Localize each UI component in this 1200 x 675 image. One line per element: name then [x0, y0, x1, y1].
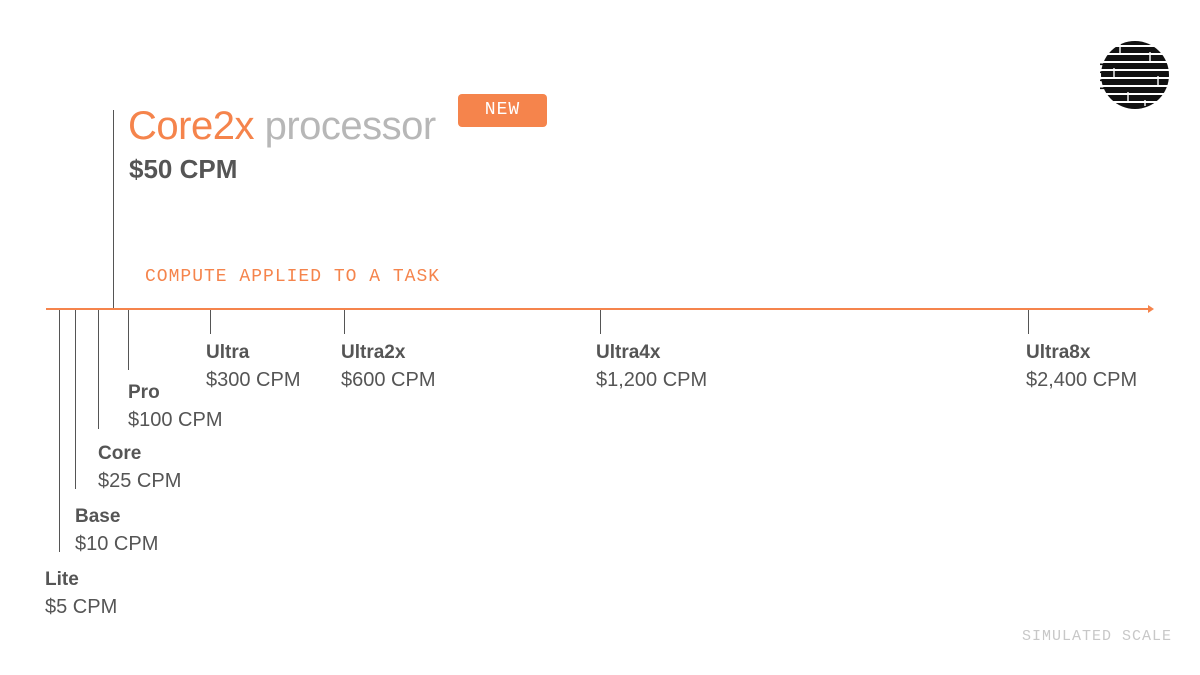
- tier-pro: Pro $100 CPM: [128, 380, 223, 434]
- tier-price: $25 CPM: [98, 470, 182, 492]
- tier-name: Core: [98, 443, 142, 464]
- axis-caption: COMPUTE APPLIED TO A TASK: [145, 267, 441, 287]
- striped-circle-logo-icon: [1100, 41, 1169, 109]
- compute-axis: [46, 308, 1150, 310]
- axis-arrow-icon: [1148, 305, 1154, 313]
- tier-price: $5 CPM: [45, 596, 118, 618]
- product-title-rest: processor: [264, 104, 437, 148]
- tier-price: $10 CPM: [75, 533, 159, 555]
- tier-marker-line: [344, 310, 345, 334]
- tier-price: $300 CPM: [206, 369, 301, 391]
- new-badge: NEW: [458, 94, 547, 127]
- tier-ultra2x: Ultra2x $600 CPM: [341, 340, 436, 394]
- tier-ultra: Ultra $300 CPM: [206, 340, 301, 394]
- simulated-scale-note: SIMULATED SCALE: [1021, 628, 1172, 645]
- tier-name: Pro: [128, 382, 160, 403]
- tier-marker-line: [1028, 310, 1029, 334]
- tier-marker-line: [98, 310, 99, 429]
- tier-base: Base $10 CPM: [75, 504, 158, 558]
- tier-marker-line: [210, 310, 211, 334]
- tier-core: Core $25 CPM: [98, 441, 181, 495]
- tier-price: $600 CPM: [341, 369, 436, 391]
- tier-marker-line: [59, 310, 60, 552]
- tier-price: $1,200 CPM: [596, 369, 708, 391]
- core2x-marker-line: [113, 110, 114, 309]
- tier-ultra8x: Ultra8x $2,400 CPM: [1026, 340, 1137, 394]
- tier-name: Ultra4x: [596, 342, 661, 363]
- tier-name: Ultra8x: [1026, 342, 1091, 363]
- product-price: $50 CPM: [129, 154, 238, 184]
- tier-name: Base: [75, 506, 121, 527]
- tier-lite: Lite $5 CPM: [45, 567, 117, 621]
- tier-marker-line: [128, 310, 129, 370]
- tier-name: Ultra2x: [341, 342, 406, 363]
- tier-price: $100 CPM: [128, 409, 223, 431]
- product-title-accent: Core2x: [128, 104, 254, 148]
- tier-name: Lite: [45, 569, 79, 590]
- tier-name: Ultra: [206, 342, 250, 363]
- tier-marker-line: [600, 310, 601, 334]
- tier-price: $2,400 CPM: [1026, 369, 1138, 391]
- tier-marker-line: [75, 310, 76, 489]
- product-title: Core2x processor: [128, 100, 436, 152]
- tier-ultra4x: Ultra4x $1,200 CPM: [596, 340, 707, 394]
